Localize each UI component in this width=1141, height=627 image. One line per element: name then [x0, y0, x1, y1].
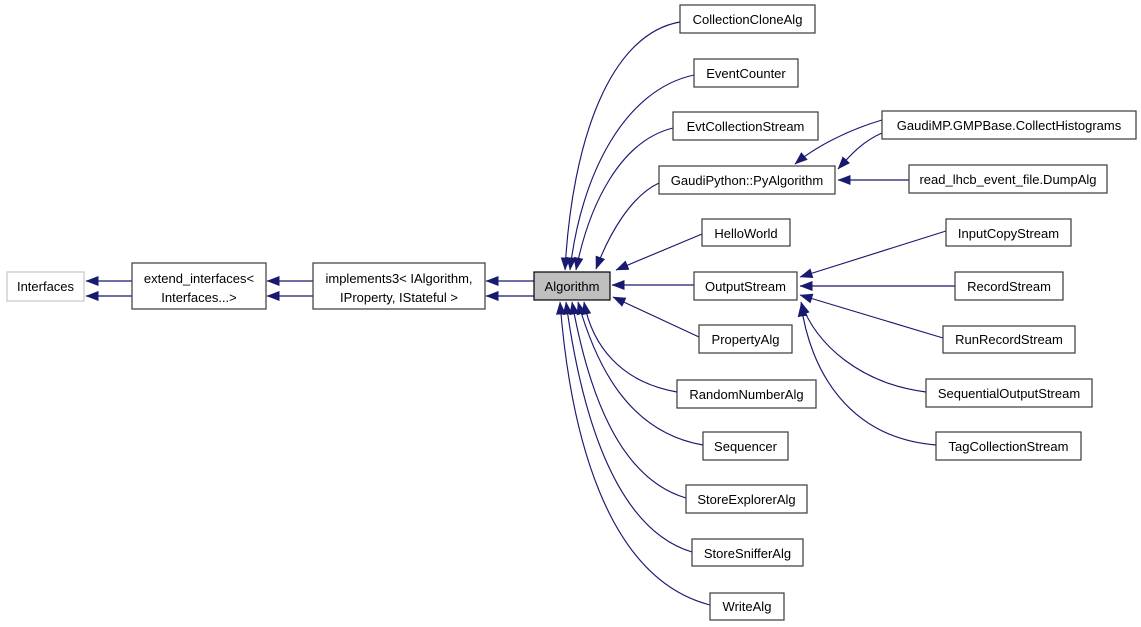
- node-tag-collection-stream[interactable]: TagCollectionStream: [935, 431, 1082, 461]
- node-sequential-output-stream[interactable]: SequentialOutputStream: [925, 378, 1093, 408]
- store-sniffer-alg-label: StoreSnifferAlg: [704, 546, 791, 561]
- collection-clone-alg-box[interactable]: [679, 4, 816, 34]
- store-explorer-alg-label: StoreExplorerAlg: [697, 492, 795, 507]
- algorithm-label: Algorithm: [545, 279, 600, 294]
- property-alg-label: PropertyAlg: [712, 332, 780, 347]
- collect-histograms-box[interactable]: [881, 110, 1137, 140]
- edge-sequential-output-stream-to-output-stream: [800, 301, 927, 393]
- extend-interfaces-box[interactable]: [131, 262, 267, 310]
- run-record-stream-label: RunRecordStream: [955, 332, 1063, 347]
- node-output-stream[interactable]: OutputStream: [693, 271, 798, 301]
- algorithm-box: [533, 271, 611, 301]
- implements3-box[interactable]: [312, 262, 486, 310]
- edge-collect-histograms-to-py-algorithm-1: [794, 119, 883, 165]
- output-stream-box[interactable]: [693, 271, 798, 301]
- node-collection-clone-alg[interactable]: CollectionCloneAlg: [679, 4, 816, 34]
- run-record-stream-box[interactable]: [942, 325, 1076, 354]
- node-event-counter[interactable]: EventCounter: [693, 58, 799, 88]
- property-alg-box[interactable]: [698, 324, 793, 354]
- node-random-number-alg[interactable]: RandomNumberAlg: [676, 379, 817, 409]
- sequential-output-stream-box[interactable]: [925, 378, 1093, 408]
- edge-collection-clone-alg-to-algorithm: [560, 21, 681, 271]
- node-evt-collection-stream[interactable]: EvtCollectionStream: [672, 111, 819, 141]
- node-store-sniffer-alg[interactable]: StoreSnifferAlg: [691, 538, 804, 567]
- edge-store-sniffer-alg-to-algorithm: [562, 301, 693, 553]
- edge-collect-histograms-to-py-algorithm-2: [837, 132, 883, 170]
- node-record-stream[interactable]: RecordStream: [954, 271, 1064, 301]
- event-counter-box[interactable]: [693, 58, 799, 88]
- sequential-output-stream-label: SequentialOutputStream: [938, 386, 1080, 401]
- collection-clone-alg-label: CollectionCloneAlg: [693, 12, 803, 27]
- dump-alg-label: read_lhcb_event_file.DumpAlg: [919, 172, 1096, 187]
- gaudi-python-py-algorithm-label: GaudiPython::PyAlgorithm: [671, 173, 823, 188]
- node-implements3[interactable]: implements3< IAlgorithm, IProperty, ISta…: [312, 262, 486, 310]
- store-explorer-alg-box[interactable]: [685, 484, 808, 514]
- write-alg-box[interactable]: [709, 592, 785, 621]
- collect-histograms-label: GaudiMP.GMPBase.CollectHistograms: [897, 118, 1122, 133]
- extend-interfaces-label-line1: extend_interfaces<: [144, 271, 254, 286]
- edge-layer: [85, 21, 955, 606]
- tag-collection-stream-label: TagCollectionStream: [949, 439, 1069, 454]
- node-interfaces: Interfaces: [6, 271, 85, 302]
- edge-tag-collection-stream-to-output-stream: [797, 303, 937, 446]
- interfaces-label: Interfaces: [17, 279, 75, 294]
- edge-sequencer-to-algorithm: [576, 301, 704, 446]
- implements3-label-line1: implements3< IAlgorithm,: [325, 271, 472, 286]
- node-extend-interfaces[interactable]: extend_interfaces< Interfaces...>: [131, 262, 267, 310]
- edge-run-record-stream-to-output-stream: [799, 293, 944, 339]
- edge-store-explorer-alg-to-algorithm: [569, 301, 687, 499]
- node-algorithm: Algorithm: [533, 271, 611, 301]
- gaudi-python-py-algorithm-box[interactable]: [658, 165, 836, 195]
- output-stream-label: OutputStream: [705, 279, 786, 294]
- node-collect-histograms[interactable]: GaudiMP.GMPBase.CollectHistograms: [881, 110, 1137, 140]
- evt-collection-stream-label: EvtCollectionStream: [687, 119, 805, 134]
- node-write-alg[interactable]: WriteAlg: [709, 592, 785, 621]
- tag-collection-stream-box[interactable]: [935, 431, 1082, 461]
- node-gaudi-python-py-algorithm[interactable]: GaudiPython::PyAlgorithm: [658, 165, 836, 195]
- record-stream-label: RecordStream: [967, 279, 1051, 294]
- interfaces-box: [6, 271, 85, 302]
- sequencer-box[interactable]: [702, 431, 789, 461]
- edge-write-alg-to-algorithm: [555, 301, 711, 606]
- input-copy-stream-label: InputCopyStream: [958, 226, 1059, 241]
- hello-world-label: HelloWorld: [714, 226, 777, 241]
- hello-world-box[interactable]: [701, 218, 791, 247]
- edge-input-copy-stream-to-output-stream: [799, 230, 947, 279]
- random-number-alg-label: RandomNumberAlg: [689, 387, 803, 402]
- node-hello-world[interactable]: HelloWorld: [701, 218, 791, 247]
- node-dump-alg[interactable]: read_lhcb_event_file.DumpAlg: [908, 164, 1108, 194]
- edge-random-number-alg-to-algorithm: [581, 301, 678, 393]
- node-input-copy-stream[interactable]: InputCopyStream: [945, 218, 1072, 247]
- sequencer-label: Sequencer: [714, 439, 778, 454]
- edge-hello-world-to-algorithm: [615, 233, 703, 271]
- node-sequencer[interactable]: Sequencer: [702, 431, 789, 461]
- edge-gaudi-python-py-algorithm-to-algorithm: [595, 182, 660, 270]
- node-run-record-stream[interactable]: RunRecordStream: [942, 325, 1076, 354]
- edge-property-alg-to-algorithm: [612, 296, 700, 338]
- dump-alg-box[interactable]: [908, 164, 1108, 194]
- store-sniffer-alg-box[interactable]: [691, 538, 804, 567]
- evt-collection-stream-box[interactable]: [672, 111, 819, 141]
- record-stream-box[interactable]: [954, 271, 1064, 301]
- edge-evt-collection-stream-to-algorithm: [573, 127, 674, 271]
- edge-event-counter-to-algorithm: [566, 74, 695, 271]
- extend-interfaces-label-line2: Interfaces...>: [161, 290, 237, 305]
- implements3-label-line2: IProperty, IStateful >: [340, 290, 458, 305]
- input-copy-stream-box[interactable]: [945, 218, 1072, 247]
- node-property-alg[interactable]: PropertyAlg: [698, 324, 793, 354]
- node-store-explorer-alg[interactable]: StoreExplorerAlg: [685, 484, 808, 514]
- write-alg-label: WriteAlg: [723, 599, 772, 614]
- event-counter-label: EventCounter: [706, 66, 786, 81]
- random-number-alg-box[interactable]: [676, 379, 817, 409]
